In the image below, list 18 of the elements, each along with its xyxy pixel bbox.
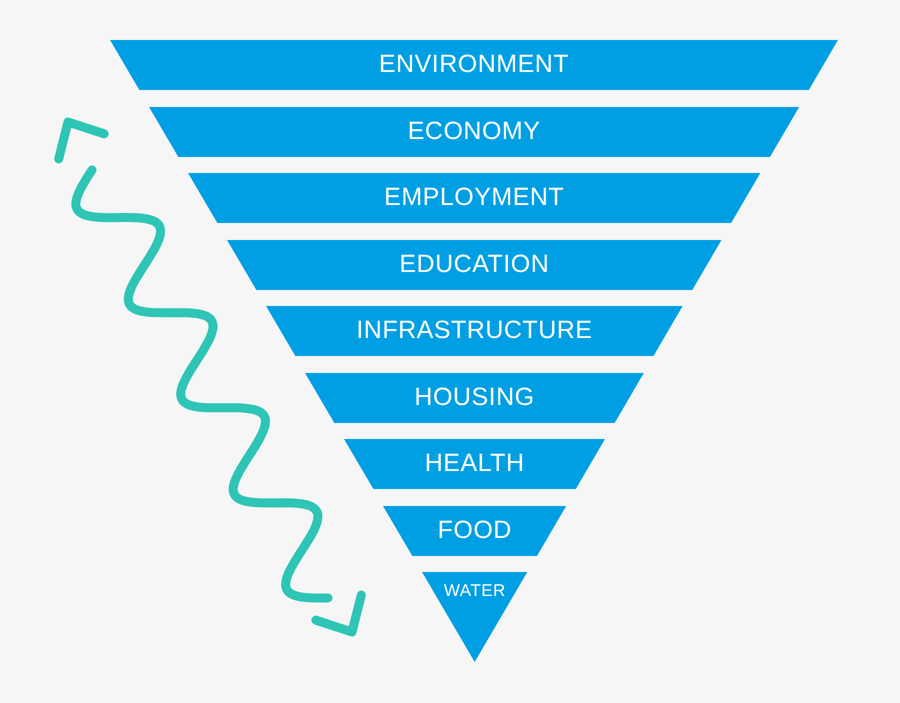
band-label: HOUSING <box>414 382 535 413</box>
band-label: FOOD <box>438 514 512 546</box>
funnel-band <box>344 439 606 489</box>
funnel-band <box>305 372 644 422</box>
funnel-band <box>188 173 760 223</box>
funnel-band <box>149 106 800 156</box>
band-label: EDUCATION <box>399 248 550 280</box>
band-label: ECONOMY <box>408 116 540 147</box>
funnel-band <box>110 40 838 90</box>
funnel-band <box>383 506 566 556</box>
funnel-band <box>227 240 722 290</box>
band-label: INFRASTRUCTURE <box>356 315 592 346</box>
band-label: HEALTH <box>424 448 525 480</box>
band-label: ENVIRONMENT <box>378 49 570 80</box>
band-label: EMPLOYMENT <box>384 182 564 214</box>
funnel-tip-triangle <box>422 572 528 662</box>
band-label: WATER <box>444 580 506 602</box>
funnel-band <box>266 306 683 356</box>
